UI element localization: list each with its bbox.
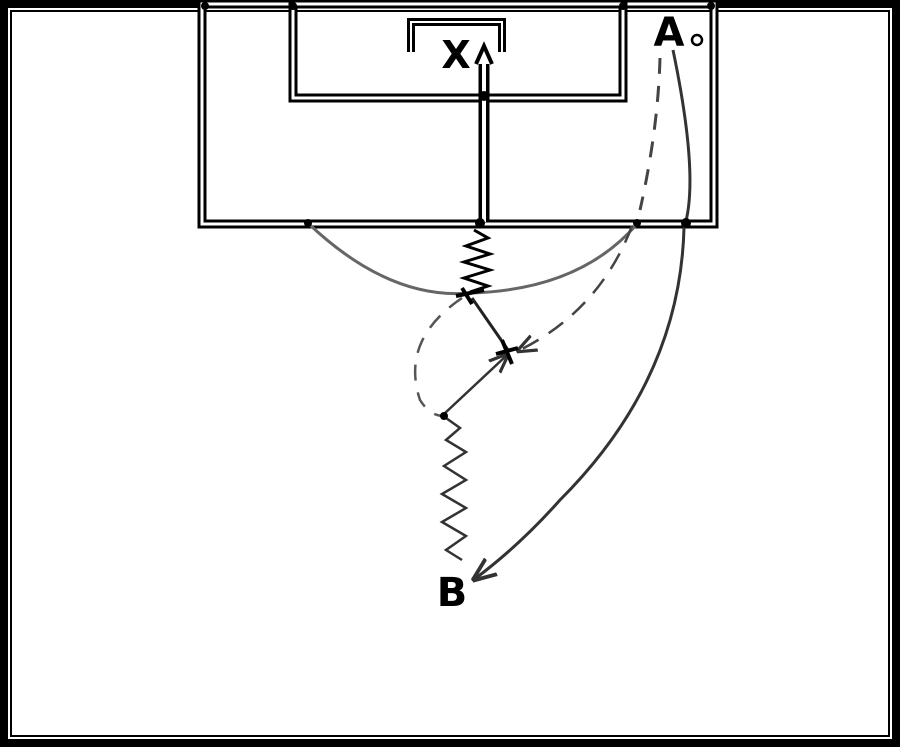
dribble-path-lower <box>439 416 469 562</box>
court-boundary-inner <box>10 10 890 737</box>
cut-corner-dashed <box>520 225 634 350</box>
screen-marker <box>455 286 519 365</box>
dribble-path-upper <box>458 228 496 294</box>
player-a-label: A <box>654 10 685 56</box>
free-throw-box <box>288 0 628 103</box>
court-surface <box>4 4 896 743</box>
player-x-label: X <box>441 33 470 77</box>
cut-lane-arrow <box>474 41 494 65</box>
pass-a-to-b <box>476 49 692 578</box>
cut-left-dashed <box>413 296 463 418</box>
junction-dots <box>201 2 715 420</box>
pass-b-to-mid <box>443 356 506 415</box>
player-a-marker <box>690 33 704 47</box>
backboard <box>407 18 506 52</box>
player-b-label: B <box>437 570 468 616</box>
